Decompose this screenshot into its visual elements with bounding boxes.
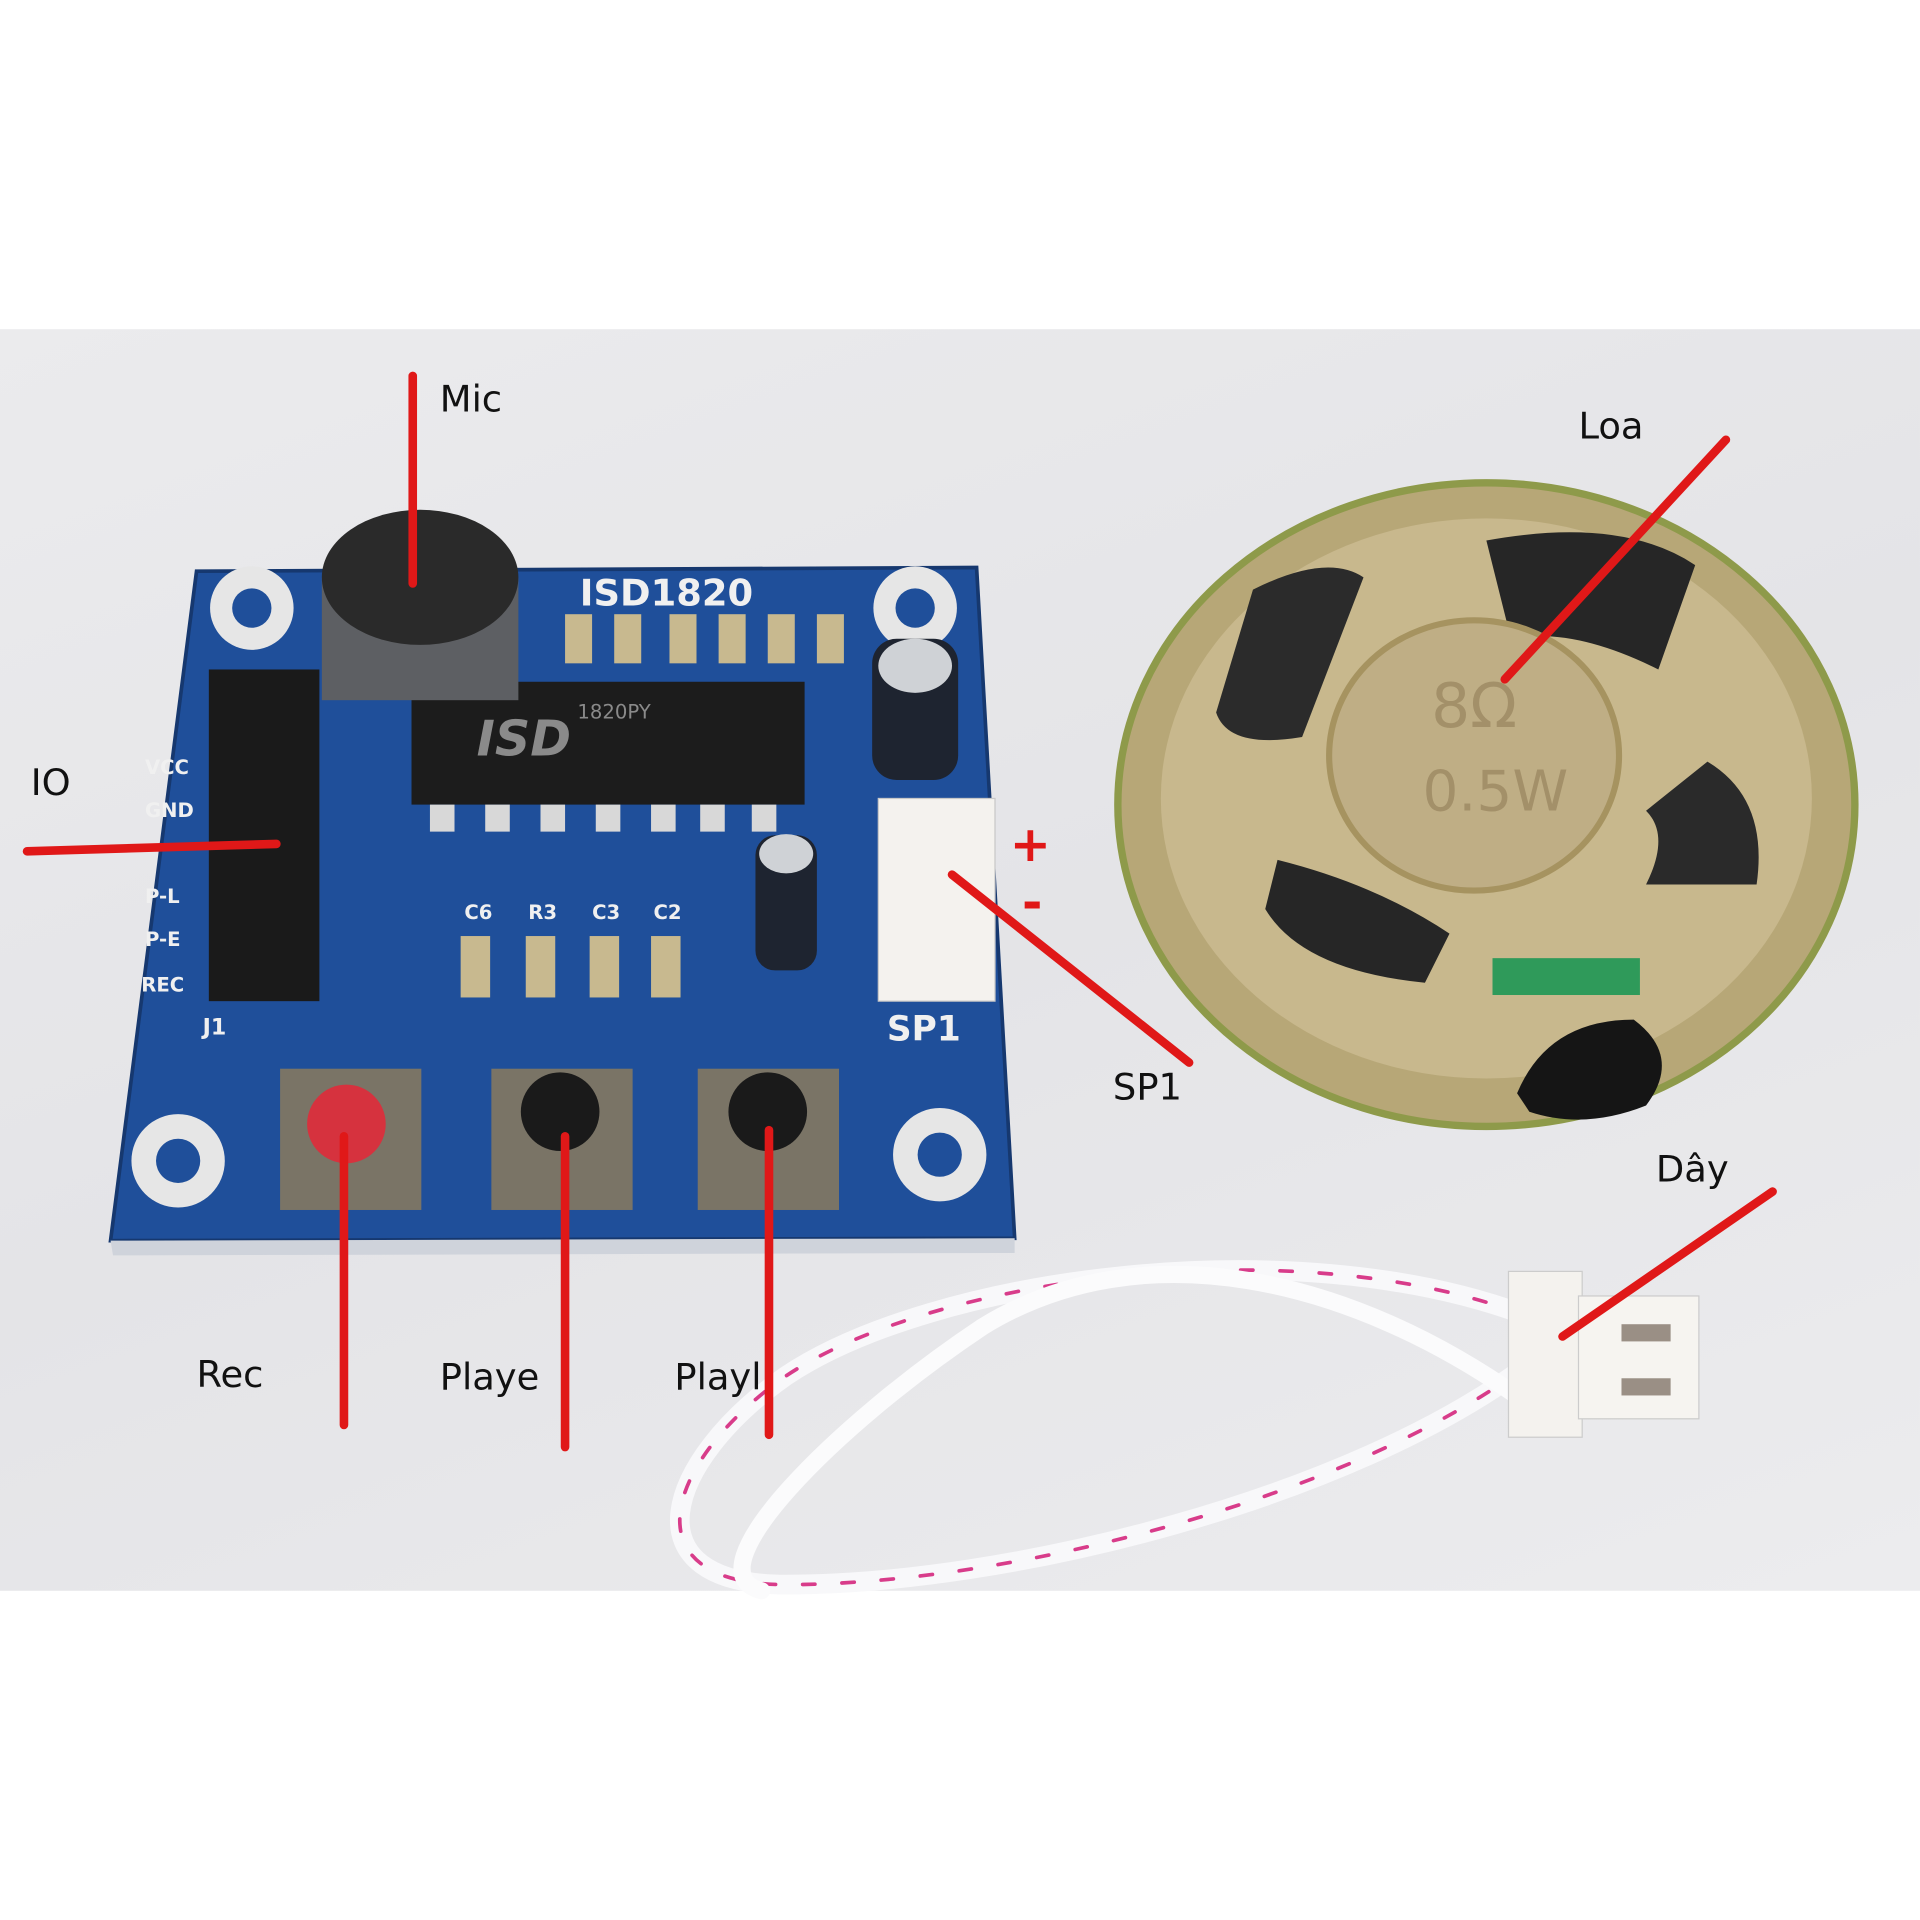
label-day: Dây	[1655, 1148, 1729, 1192]
speaker-power-text: 0.5W	[1422, 760, 1568, 825]
label-rec: Rec	[196, 1353, 264, 1397]
chip-model: 1820PY	[577, 701, 651, 724]
board-header-label: J1	[201, 1014, 227, 1040]
label-playl: Playl	[674, 1356, 762, 1400]
pin-label: P-E	[145, 928, 181, 951]
board-connector-label: SP1	[887, 1009, 961, 1049]
chip-brand: ISD	[477, 709, 571, 767]
isd-chip	[411, 681, 805, 805]
cable	[669, 1260, 1540, 1600]
label-sp1: SP1	[1112, 1066, 1183, 1110]
pin-label: P-L	[145, 885, 180, 908]
component-label: R3	[528, 901, 557, 924]
sp1-pointer-line	[947, 870, 1194, 1067]
pin-label: REC	[141, 973, 184, 996]
pcb-board: ISD1820 SP1 J1 VCC GND P-L P-E REC C6 R3…	[108, 509, 1017, 1256]
label-playe: Playe	[439, 1356, 540, 1400]
loa-pointer-line	[1500, 435, 1731, 684]
pin-label: VCC	[145, 756, 189, 779]
label-mic: Mic	[439, 378, 503, 422]
component-label: C6	[464, 901, 492, 924]
speaker: 8Ω 0.5W	[1114, 479, 1859, 1131]
minus-sign: -	[1022, 874, 1043, 932]
component-label: C3	[592, 901, 620, 924]
cable-connector	[1507, 1270, 1700, 1438]
board-title: ISD1820	[580, 572, 753, 615]
label-io: IO	[30, 761, 71, 805]
component-label: C2	[654, 901, 682, 924]
annotation-lines	[22, 371, 1777, 1452]
day-pointer-line	[1558, 1187, 1777, 1341]
rec-button-photo	[280, 1068, 422, 1210]
plus-sign: +	[1009, 816, 1051, 874]
pin-label: GND	[145, 799, 194, 822]
io-pointer-line	[22, 839, 281, 856]
label-loa: Loa	[1578, 405, 1644, 449]
